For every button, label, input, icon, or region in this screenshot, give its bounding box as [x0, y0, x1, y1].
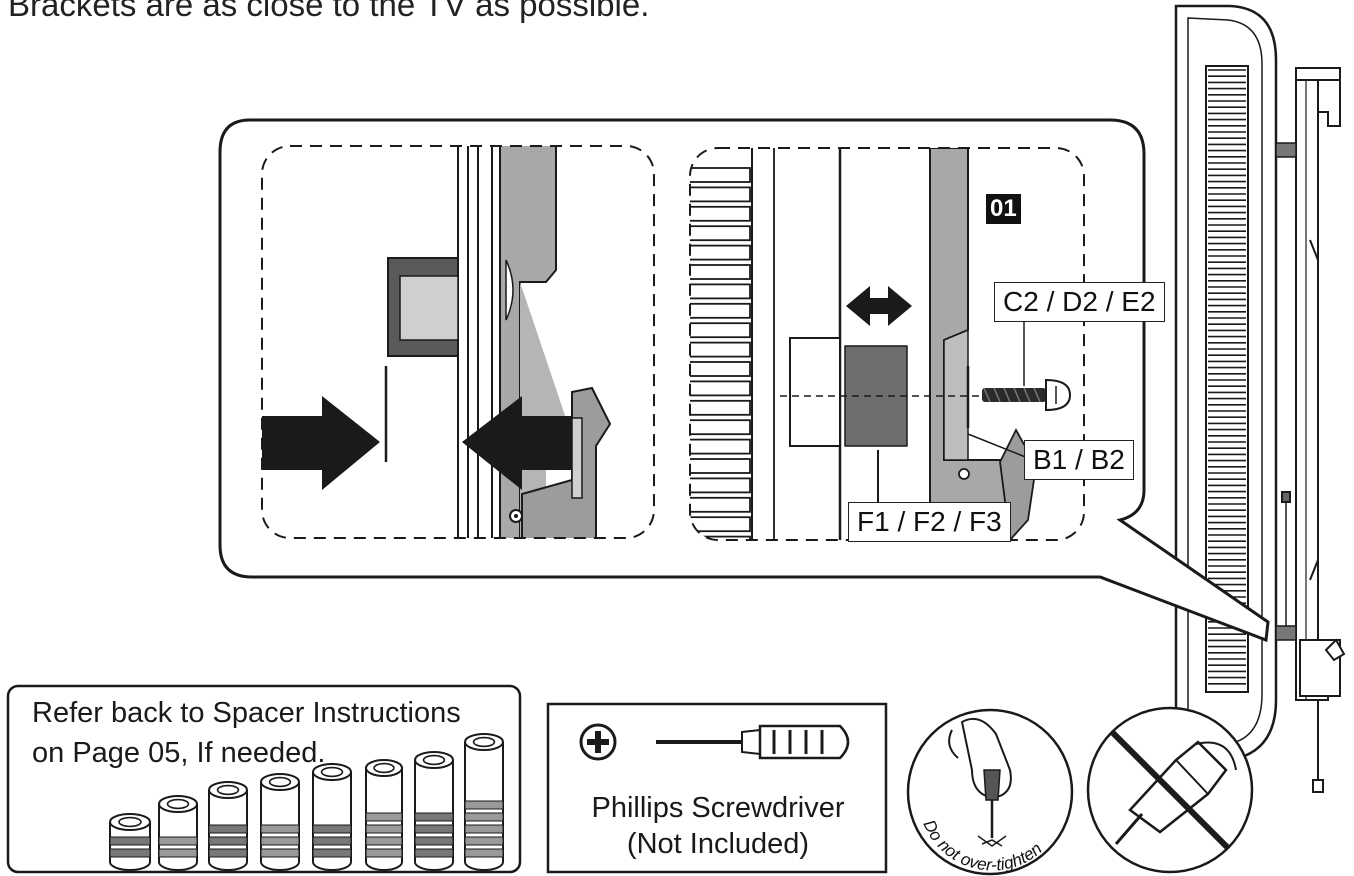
spacer-icon: [365, 759, 403, 871]
heat-fin: [690, 264, 751, 280]
no-drill-icon: [1086, 706, 1254, 874]
spacer-icon: [208, 781, 248, 871]
tool-caption: Phillips Screwdriver (Not Included): [548, 790, 888, 862]
spacer-icon: [312, 763, 352, 871]
lower-spacer: [1275, 625, 1297, 641]
part-number-label: 01: [986, 194, 1021, 224]
heat-fin: [690, 186, 751, 203]
header-text: Brackets are as close to the TV as possi…: [8, 0, 650, 23]
tool-note: (Not Included): [626, 828, 810, 860]
spacer-icon: [260, 773, 300, 871]
screw-label: C2 / D2 / E2: [994, 282, 1165, 322]
left-inset-frame: [261, 145, 655, 539]
heat-fin: [690, 535, 751, 540]
heat-fin: [690, 380, 751, 397]
heat-fin: [690, 341, 751, 358]
spacer-set-icons: [109, 733, 504, 871]
spacer-icon: [464, 733, 504, 871]
spacer-instructions-line1: Refer back to Spacer Instructions: [32, 697, 461, 729]
spacer-instructions-text: Refer back to Spacer Instructions on Pag…: [32, 693, 512, 773]
tool-name: Phillips Screwdriver: [591, 792, 845, 824]
heat-fin: [690, 458, 751, 474]
push-arrow-icon: [262, 396, 380, 490]
upper-spacer: [1275, 142, 1297, 158]
screw-icon: [982, 378, 1072, 412]
heat-fin: [690, 361, 751, 377]
washer-label: B1 / B2: [1024, 440, 1134, 480]
heat-fin: [690, 302, 751, 319]
hand-screwdriver-icon: [906, 708, 1074, 876]
spacer-icon: [158, 795, 198, 871]
push-arrow-icon: [462, 396, 572, 490]
heat-fin: [690, 496, 751, 513]
wall-bracket: [1281, 67, 1346, 793]
heat-fin: [690, 419, 751, 436]
heat-fin: [690, 283, 751, 300]
heat-fin: [690, 438, 751, 455]
left-inset-art: [262, 146, 612, 538]
spacer-instructions-line2: on Page 05, If needed.: [32, 737, 326, 769]
spacer-label: F1 / F2 / F3: [848, 502, 1011, 542]
heat-fin: [690, 399, 751, 416]
screwdriver-icon: [656, 724, 850, 760]
heat-fin: [690, 225, 751, 242]
plus-icon: [579, 723, 617, 761]
double-arrow-icon: [846, 286, 912, 326]
spacer-icon: [414, 751, 454, 871]
right-inset-art: [690, 148, 1037, 540]
heat-fin: [690, 167, 751, 183]
spacer-icon: [109, 813, 151, 871]
heat-fin: [690, 244, 751, 261]
heat-fin: [690, 205, 751, 222]
heat-fin: [690, 477, 751, 494]
heat-fin: [690, 516, 751, 533]
heat-fin: [690, 322, 751, 339]
